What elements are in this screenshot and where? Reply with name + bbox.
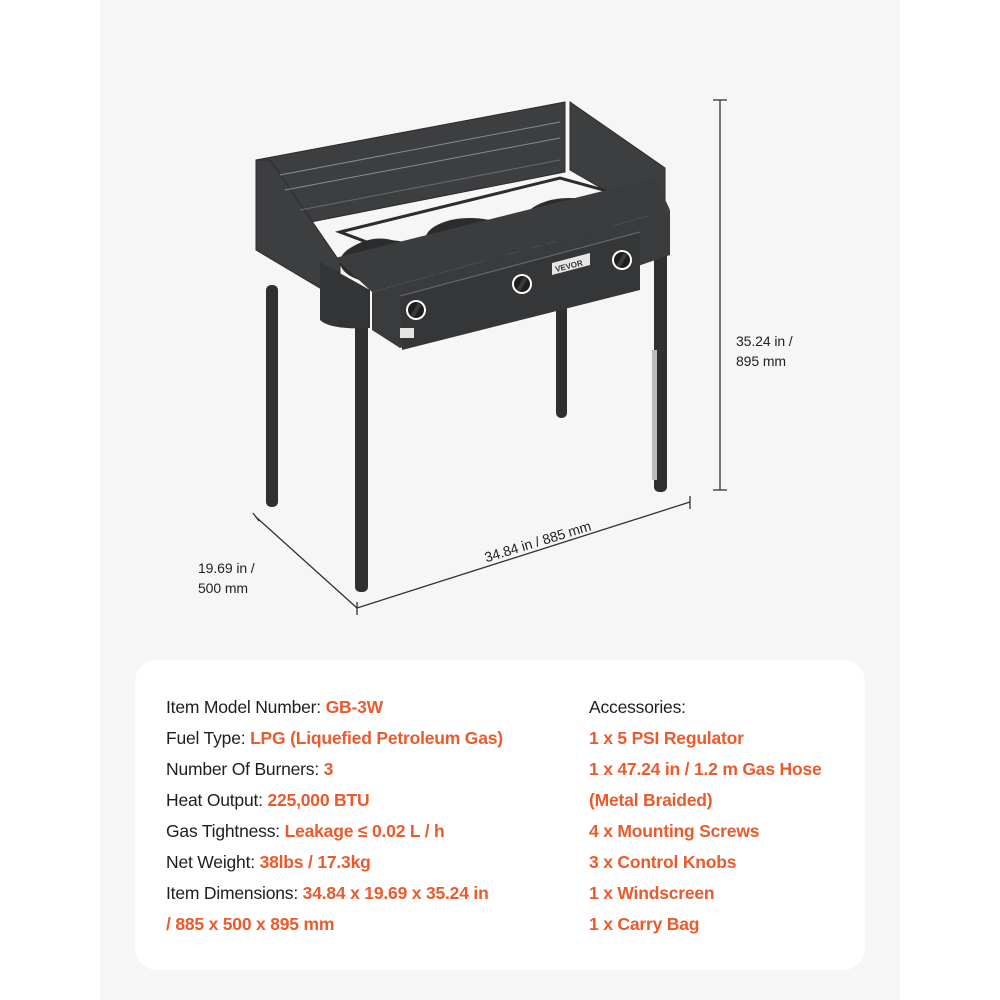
specs-list: Item Model Number: GB-3W Fuel Type: LPG … xyxy=(166,692,503,940)
spec-value: GB-3W xyxy=(325,697,384,717)
spec-value: 34.84 x 19.69 x 35.24 in xyxy=(302,883,489,903)
accessory-item: 4 x Mounting Screws xyxy=(589,821,760,841)
spec-label: Heat Output: xyxy=(166,790,268,810)
accessory-item: 1 x Carry Bag xyxy=(589,914,700,934)
spec-row-dimensions-metric: / 885 x 500 x 895 mm xyxy=(166,909,503,940)
spec-value: / 885 x 500 x 895 mm xyxy=(166,914,335,934)
stove-legs xyxy=(266,250,667,592)
spec-label: Item Dimensions: xyxy=(166,883,303,903)
spec-value: 3 xyxy=(323,759,334,779)
depth-dimension-line2: 500 mm xyxy=(198,580,248,596)
spec-value: 38lbs / 17.3kg xyxy=(259,852,371,872)
depth-dimension-label: 19.69 in / 500 mm xyxy=(198,558,255,598)
spec-row-fuel: Fuel Type: LPG (Liquefied Petroleum Gas) xyxy=(166,723,503,754)
accessory-item: 3 x Control Knobs xyxy=(589,852,737,872)
accessory-item: (Metal Braided) xyxy=(589,790,713,810)
spec-row-gas-tightness: Gas Tightness: Leakage ≤ 0.02 L / h xyxy=(166,816,503,847)
height-dimension-line2: 895 mm xyxy=(736,353,786,369)
control-knobs xyxy=(406,250,632,320)
spec-label: Number Of Burners: xyxy=(166,759,324,779)
spec-value: 225,000 BTU xyxy=(267,790,370,810)
spec-row-model: Item Model Number: GB-3W xyxy=(166,692,503,723)
specs-card: Item Model Number: GB-3W Fuel Type: LPG … xyxy=(135,660,865,970)
accessory-item: 1 x Windscreen xyxy=(589,883,715,903)
accessory-item: 1 x 47.24 in / 1.2 m Gas Hose xyxy=(589,759,822,779)
spec-label: Item Model Number: xyxy=(166,697,326,717)
spec-row-heat: Heat Output: 225,000 BTU xyxy=(166,785,503,816)
depth-dimension-line1: 19.69 in / xyxy=(198,560,255,576)
spec-label: Gas Tightness: xyxy=(166,821,285,841)
spec-value: Leakage ≤ 0.02 L / h xyxy=(284,821,445,841)
warning-label xyxy=(400,328,414,338)
spec-row-weight: Net Weight: 38lbs / 17.3kg xyxy=(166,847,503,878)
spec-row-burners: Number Of Burners: 3 xyxy=(166,754,503,785)
product-illustration: VEVOR xyxy=(252,99,727,615)
spec-row-dimensions: Item Dimensions: 34.84 x 19.69 x 35.24 i… xyxy=(166,878,503,909)
spec-value: LPG (Liquefied Petroleum Gas) xyxy=(250,728,503,748)
hose-detail xyxy=(652,350,657,480)
accessory-item: 1 x 5 PSI Regulator xyxy=(589,728,744,748)
accessories-list: Accessories: 1 x 5 PSI Regulator 1 x 47.… xyxy=(589,692,822,940)
accessories-heading: Accessories: xyxy=(589,697,686,717)
height-dimension-label: 35.24 in / 895 mm xyxy=(736,331,793,371)
spec-label: Net Weight: xyxy=(166,852,260,872)
dimension-lines xyxy=(252,99,727,615)
height-dimension-line1: 35.24 in / xyxy=(736,333,793,349)
spec-label: Fuel Type: xyxy=(166,728,251,748)
